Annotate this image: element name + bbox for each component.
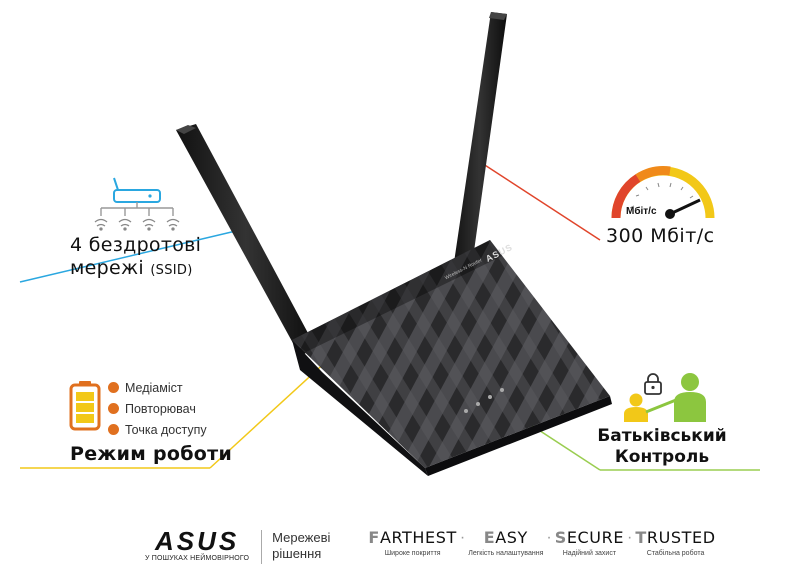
- led-1: [464, 409, 468, 413]
- mode-bullet-icon: [108, 424, 119, 435]
- ssid-title-line1: 4 бездротові: [70, 234, 202, 256]
- tagline-subtitle: Легкість налаштування: [468, 550, 544, 557]
- mode-label: Повторювач: [125, 401, 196, 416]
- mode-list: Медіаміст Повторювач Точка доступу: [108, 377, 207, 440]
- speed-feature-title: 300 Мбіт/с: [606, 225, 715, 247]
- asus-logo: ASUS: [154, 526, 240, 556]
- tagline-separator: ·: [546, 529, 552, 546]
- parental-control-icon: [624, 373, 706, 422]
- led-3: [488, 395, 492, 399]
- tagline-initial: T: [635, 528, 647, 547]
- tagline-subtitle: Стабільна робота: [646, 550, 705, 557]
- mode-list-item: Медіаміст: [108, 377, 207, 398]
- tagline-word: EASY Легкість налаштування: [468, 528, 543, 557]
- tagline-initial: E: [483, 528, 496, 547]
- tagline-rest: ASY: [495, 528, 528, 547]
- mode-bullet-icon: [108, 403, 119, 414]
- mode-list-item: Повторювач: [108, 398, 207, 419]
- mode-list-item: Точка доступу: [108, 419, 207, 440]
- tagline-rest: ECURE: [566, 528, 625, 547]
- ssid-feature-title: 4 бездротові мережі (SSID): [70, 234, 201, 282]
- ssid-title-suffix: (SSID): [150, 263, 193, 278]
- tagline-rest: ARTHEST: [379, 528, 457, 547]
- asus-slogan: У ПОШУКАХ НЕЙМОВІРНОГО: [145, 555, 250, 562]
- network-line2: рішення: [272, 546, 322, 561]
- speed-connector-line: [473, 157, 601, 241]
- mode-feature-title: Режим роботи: [70, 443, 233, 465]
- parental-title-line1: Батьківський: [597, 426, 727, 446]
- right-antenna: [452, 12, 507, 280]
- ssid-connector-line: [19, 229, 241, 283]
- router-right-side: [425, 396, 612, 476]
- tagline-initial: S: [554, 528, 567, 547]
- tagline-subtitle: Надійний захист: [562, 550, 617, 557]
- footer: ASUS У ПОШУКАХ НЕЙМОВІРНОГО Мережеві ріш…: [145, 528, 716, 568]
- router-front-side: [292, 340, 428, 476]
- left-antenna: [176, 124, 316, 356]
- speed-gauge-icon: [611, 166, 715, 219]
- tagline-separator: ·: [459, 529, 466, 546]
- tagline-initial: F: [368, 528, 380, 547]
- footer-divider: [261, 530, 263, 564]
- asus-brand-block: ASUS У ПОШУКАХ НЕЙМОВІРНОГО: [145, 528, 249, 562]
- wifi-router-icon: [94, 177, 180, 231]
- tagline: FARTHEST Широке покриття · EASY Легкість…: [368, 528, 715, 557]
- tagline-word: SECURE Надійний захист: [555, 528, 624, 557]
- battery-mode-icon: [69, 381, 101, 431]
- tagline-subtitle: Широке покриття: [384, 550, 441, 557]
- led-4: [500, 388, 504, 392]
- ssid-title-line2: мережі: [70, 257, 144, 279]
- network-line1: Мережеві: [272, 530, 331, 545]
- mode-bullet-icon: [108, 382, 119, 393]
- tagline-rest: RUSTED: [646, 528, 716, 547]
- speed-gauge-unit: Мбіт/с: [626, 206, 657, 217]
- parental-feature-title: Батьківський Контроль: [592, 426, 732, 468]
- tagline-word: FARTHEST Широке покриття: [368, 528, 456, 557]
- tagline-separator: ·: [627, 529, 633, 546]
- network-solutions-label: Мережеві рішення: [272, 530, 330, 562]
- mode-label: Медіаміст: [125, 380, 183, 395]
- parental-title-line2: Контроль: [614, 447, 710, 467]
- led-2: [476, 402, 480, 406]
- mode-label: Точка доступу: [125, 422, 207, 437]
- tagline-word: TRUSTED Стабільна робота: [635, 528, 715, 557]
